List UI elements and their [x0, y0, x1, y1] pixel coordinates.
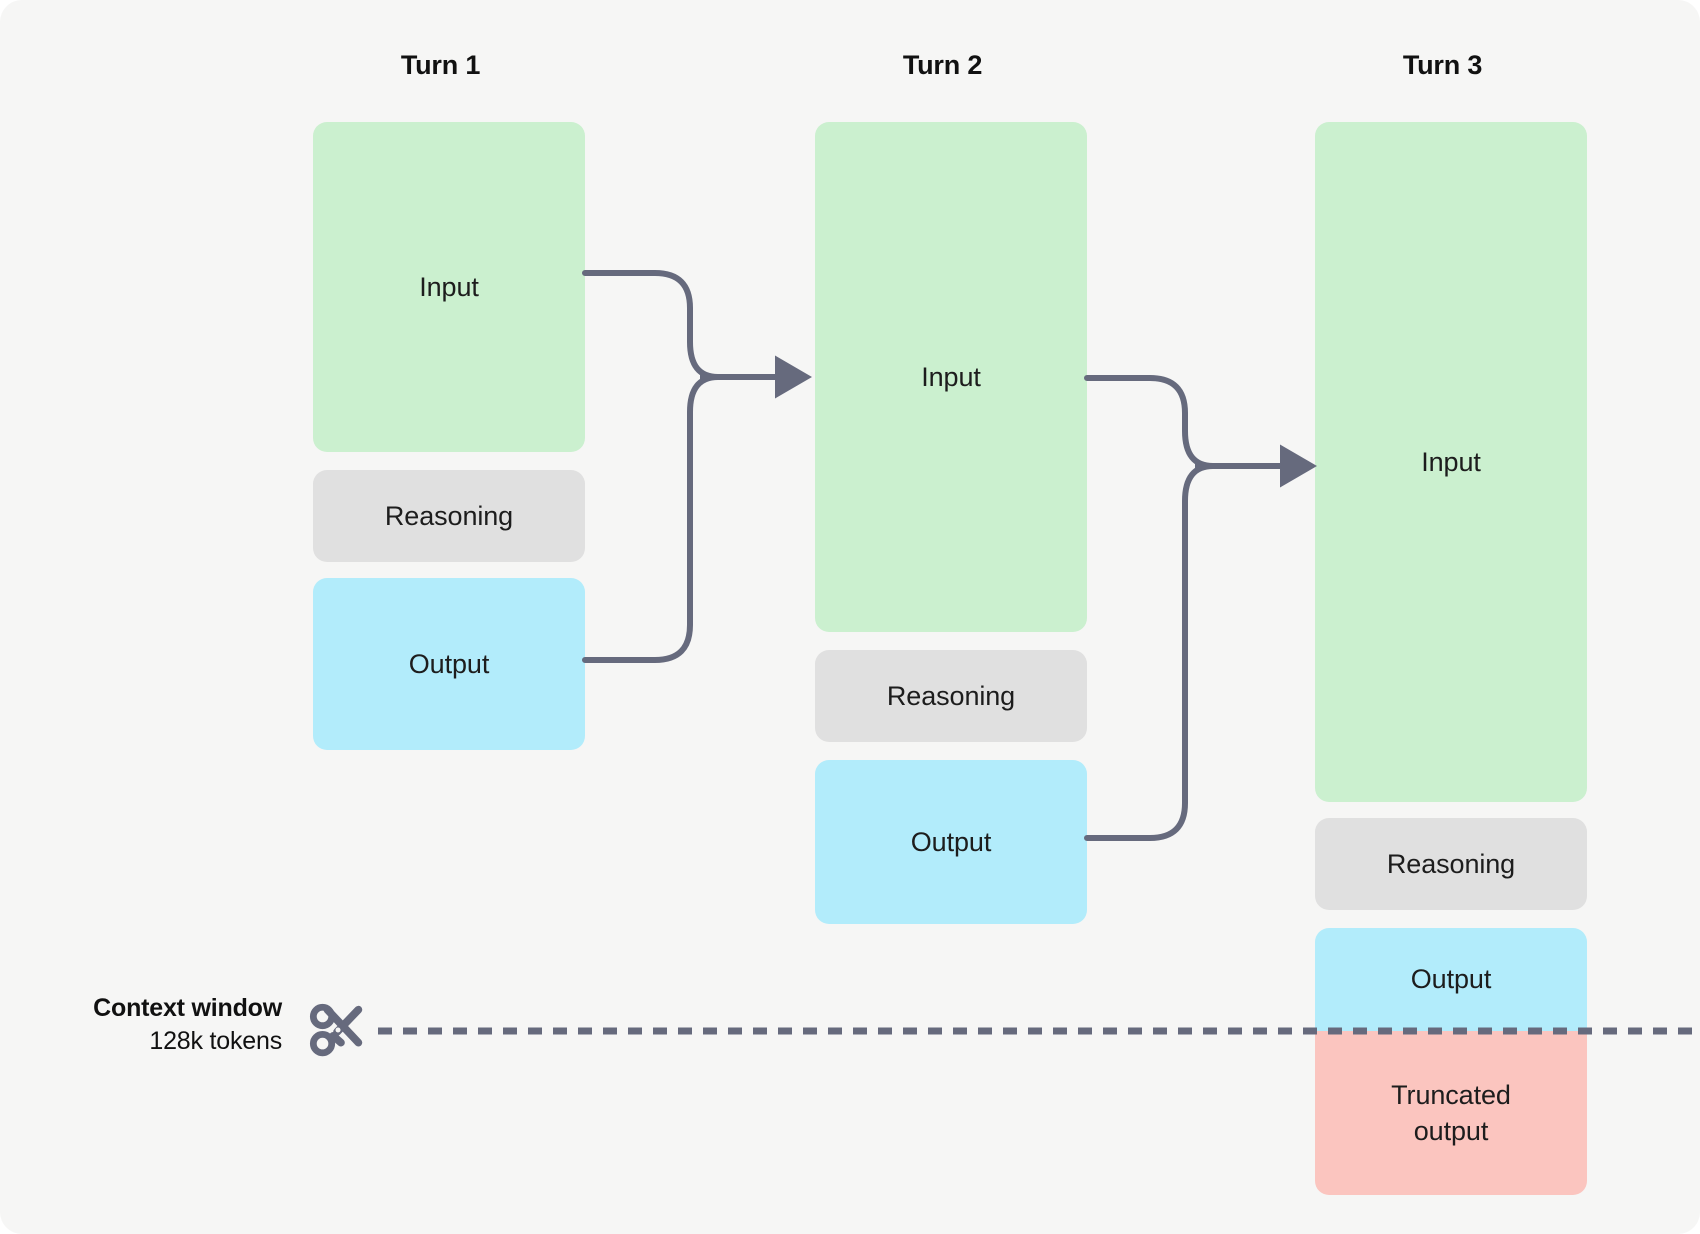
turn-3-input-block: Input: [1315, 122, 1587, 802]
turn-2-reasoning-label: Reasoning: [886, 680, 1016, 711]
turn-1-output-label: Output: [408, 648, 490, 679]
connector-turn1-output-to-turn2: [582, 374, 721, 663]
connector-turn1-input-to-turn2: [582, 270, 721, 380]
turn-1-reasoning-label: Reasoning: [384, 500, 514, 531]
turn-3-truncated-output-block: Truncated output: [1315, 1031, 1587, 1195]
turn-1-reasoning-block: Reasoning: [313, 470, 585, 562]
context-window-label: Context window 128k tokens: [0, 992, 282, 1058]
turn-2-title: Turn 2: [902, 50, 983, 80]
context-window-title: Context window: [93, 994, 282, 1022]
connector-turn2-output-to-turn3: [1084, 463, 1216, 841]
turn-2-output-block: Output: [815, 760, 1087, 924]
connector-turn2-input-to-turn3: [1084, 375, 1216, 469]
turn-2-input-label: Input: [921, 361, 981, 392]
turn-1-input-block: Input: [313, 122, 585, 452]
turn-1-output-block: Output: [313, 578, 585, 750]
turn-1-title: Turn 1: [400, 50, 481, 80]
turn-3-input-label: Input: [1421, 446, 1481, 477]
turn-3-title: Turn 3: [1402, 50, 1483, 80]
turn-2-output-label: Output: [910, 826, 992, 857]
turn-3-output-block: Output: [1315, 928, 1587, 1031]
turn-2-reasoning-block: Reasoning: [815, 650, 1087, 742]
turn-3-output-label: Output: [1410, 964, 1492, 995]
turn-3-reasoning-block: Reasoning: [1315, 818, 1587, 910]
context-window-subtitle: 128k tokens: [149, 1027, 282, 1055]
turn-2-input-block: Input: [815, 122, 1087, 632]
turn-1-input-label: Input: [419, 271, 479, 302]
turn-3-reasoning-label: Reasoning: [1386, 848, 1516, 879]
turn-3-truncated-output-label: Truncated output: [1391, 1079, 1511, 1146]
scissors-icon: [309, 1003, 363, 1057]
